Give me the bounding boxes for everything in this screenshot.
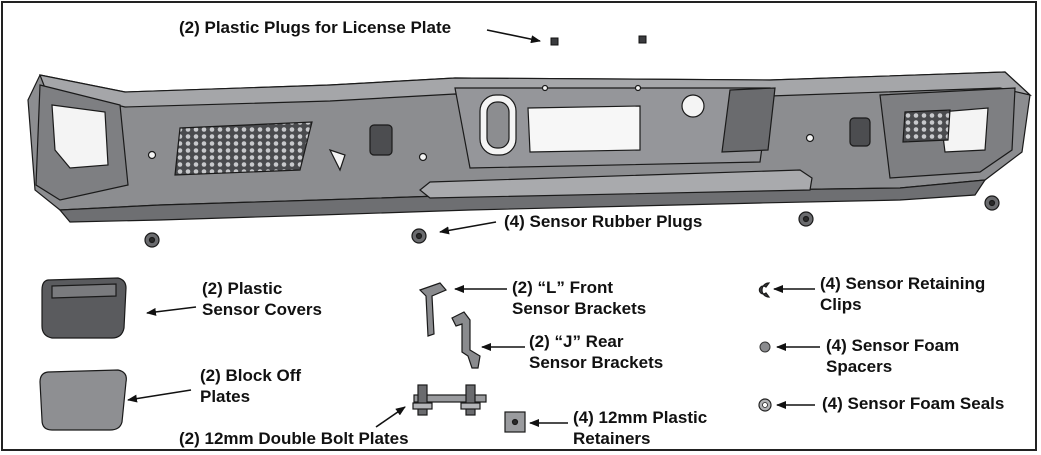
sensor-foam-spacer bbox=[759, 341, 771, 353]
label-sensor-rubber-plugs: (4) Sensor Rubber Plugs bbox=[504, 212, 703, 231]
label-sensor-foam-seals: (4) Sensor Foam Seals bbox=[822, 394, 1005, 413]
label-double-bolt-plates: (2) 12mm Double Bolt Plates bbox=[179, 429, 409, 448]
label-block-off-plates: (2) Block Off Plates bbox=[200, 365, 301, 407]
label-sensor-covers-line1: (2) Plastic bbox=[202, 279, 283, 298]
label-clips-line1: (4) Sensor Retaining bbox=[820, 274, 986, 293]
plastic-retainer bbox=[504, 411, 526, 433]
label-j-rear-brackets: (2) “J” Rear Sensor Brackets bbox=[529, 331, 663, 373]
label-sensor-covers: (2) Plastic Sensor Covers bbox=[202, 278, 322, 320]
label-sensor-covers-line2: Sensor Covers bbox=[202, 300, 322, 319]
label-clips-line2: Clips bbox=[820, 295, 862, 314]
label-l-front-line1: (2) “L” Front bbox=[512, 278, 614, 297]
label-retainers-line1: (4) 12mm Plastic bbox=[573, 408, 708, 427]
label-block-off-line2: Plates bbox=[200, 387, 251, 406]
block-off-plate bbox=[39, 369, 127, 431]
plastic-sensor-cover bbox=[41, 277, 127, 339]
rear-bumper bbox=[27, 71, 1033, 223]
sensor-foam-seal bbox=[758, 398, 772, 412]
j-rear-sensor-bracket bbox=[451, 311, 481, 369]
label-spacers-line2: Spacers bbox=[826, 357, 893, 376]
label-license-plate-plugs: (2) Plastic Plugs for License Plate bbox=[179, 18, 452, 37]
label-j-rear-line1: (2) “J” Rear bbox=[529, 332, 624, 351]
label-sensor-retaining-clips: (4) Sensor Retaining Clips bbox=[820, 273, 985, 315]
label-l-front-line2: Sensor Brackets bbox=[512, 299, 647, 318]
label-l-front-brackets: (2) “L” Front Sensor Brackets bbox=[512, 277, 646, 319]
sensor-retaining-clip bbox=[758, 282, 771, 298]
label-retainers-line2: Retainers bbox=[573, 429, 651, 448]
double-bolt-plates bbox=[412, 384, 487, 416]
l-front-sensor-bracket bbox=[418, 282, 447, 337]
label-block-off-line1: (2) Block Off bbox=[200, 366, 302, 385]
label-sensor-foam-spacers: (4) Sensor Foam Spacers bbox=[826, 335, 959, 377]
label-plastic-retainers: (4) 12mm Plastic Retainers bbox=[573, 407, 707, 449]
label-j-rear-line2: Sensor Brackets bbox=[529, 353, 664, 372]
license-plate-plugs bbox=[550, 35, 647, 46]
leader-arrows bbox=[127, 29, 820, 428]
label-spacers-line1: (4) Sensor Foam bbox=[826, 336, 960, 355]
sensor-rubber-plugs bbox=[144, 195, 1000, 248]
